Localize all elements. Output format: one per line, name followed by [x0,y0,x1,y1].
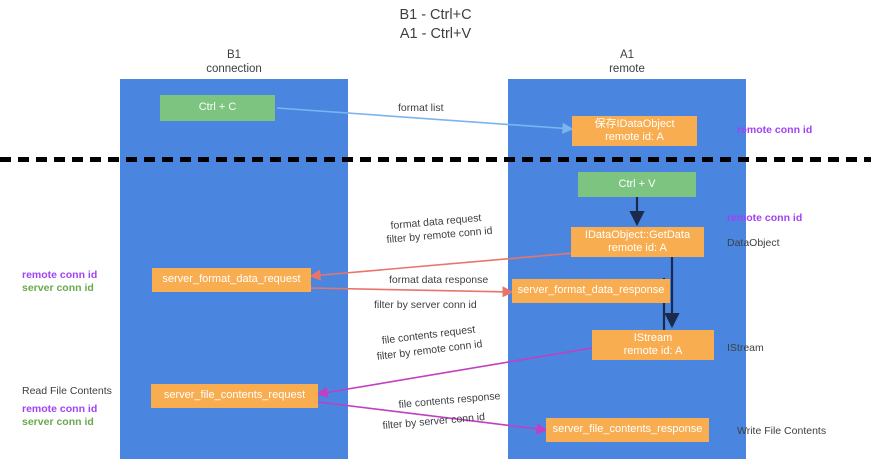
annotation-left-server-conn-id-bottom: server conn id [22,416,94,428]
node-istream-line2: remote id: A [623,345,683,357]
phase-divider [0,157,871,162]
node-ctrl-v[interactable]: Ctrl + V [578,172,696,197]
edge-filter-file-contents-response: filter by server conn id [382,410,486,433]
node-getdata-line2: remote id: A [608,242,667,254]
edge-caption-file-contents-response: file contents response [398,390,501,411]
annotation-write-file-contents: Write File Contents [737,425,827,437]
lane-header-a1: A1 remote [508,48,746,76]
lane-a1-name: A1 [619,49,635,61]
annotation-istream: IStream [727,342,764,354]
filter-key: server conn id [410,299,477,311]
node-server-file-contents-request[interactable]: server_file_contents_request [151,384,318,408]
node-ctrl-v-label: Ctrl + V [618,177,656,190]
lane-a1-role: remote [609,63,645,75]
node-server-file-contents-response-label: server_file_contents_response [552,423,703,436]
title-line-2: A1 - Ctrl+V [399,26,472,42]
filter-key: server conn id [418,411,486,429]
annotation-left-server-conn-id-mid: server conn id [22,282,94,294]
annotation-dataobject: DataObject [727,237,780,249]
filter-prefix: filter by [386,230,424,246]
node-server-format-data-response[interactable]: server_format_data_response [512,279,670,303]
lane-b1-role: connection [206,63,262,75]
edge-caption-format-list: format list [398,102,444,114]
node-store-dataobject-line2: remote id: A [605,131,664,143]
lane-b1-name: B1 [226,49,242,61]
edge-caption-format-data-response: format data response [389,274,489,286]
edge-filter-format-data-response: filter by server conn id [374,298,477,312]
annotation-remote-conn-id-mid: remote conn id [727,212,803,224]
node-server-file-contents-request-label: server_file_contents_request [163,389,306,402]
title-line-1: B1 - Ctrl+C [399,7,472,23]
node-ctrl-c-label: Ctrl + C [198,101,237,114]
node-server-format-data-request-label: server_format_data_request [162,273,301,286]
annotation-left-remote-conn-id-mid: remote conn id [22,269,98,281]
diagram-title: B1 - Ctrl+C A1 - Ctrl+V [0,6,871,44]
annotation-left-remote-conn-id-bottom: remote conn id [22,403,98,415]
node-idataobject-getdata[interactable]: IDataObject::GetData remote id: A [571,227,704,257]
filter-prefix: filter by [374,299,411,311]
node-store-dataobject[interactable]: 保存IDataObject remote id: A [572,116,697,146]
filter-prefix: filter by [382,416,420,432]
node-server-format-data-response-label: server_format_data_response [517,284,665,297]
node-istream[interactable]: IStream remote id: A [592,330,714,360]
node-server-format-data-request[interactable]: server_format_data_request [152,268,311,292]
filter-prefix: filter by [376,346,415,363]
node-getdata-line1: IDataObject::GetData [584,228,691,241]
annotation-read-file-contents: Read File Contents [22,385,112,397]
lane-header-b1: B1 connection [120,48,348,76]
node-store-dataobject-line1: 保存IDataObject [594,117,675,130]
annotation-remote-conn-id-top: remote conn id [737,124,813,136]
node-ctrl-c[interactable]: Ctrl + C [160,95,275,121]
node-istream-line1: IStream [633,331,673,344]
node-server-file-contents-response[interactable]: server_file_contents_response [546,418,709,442]
